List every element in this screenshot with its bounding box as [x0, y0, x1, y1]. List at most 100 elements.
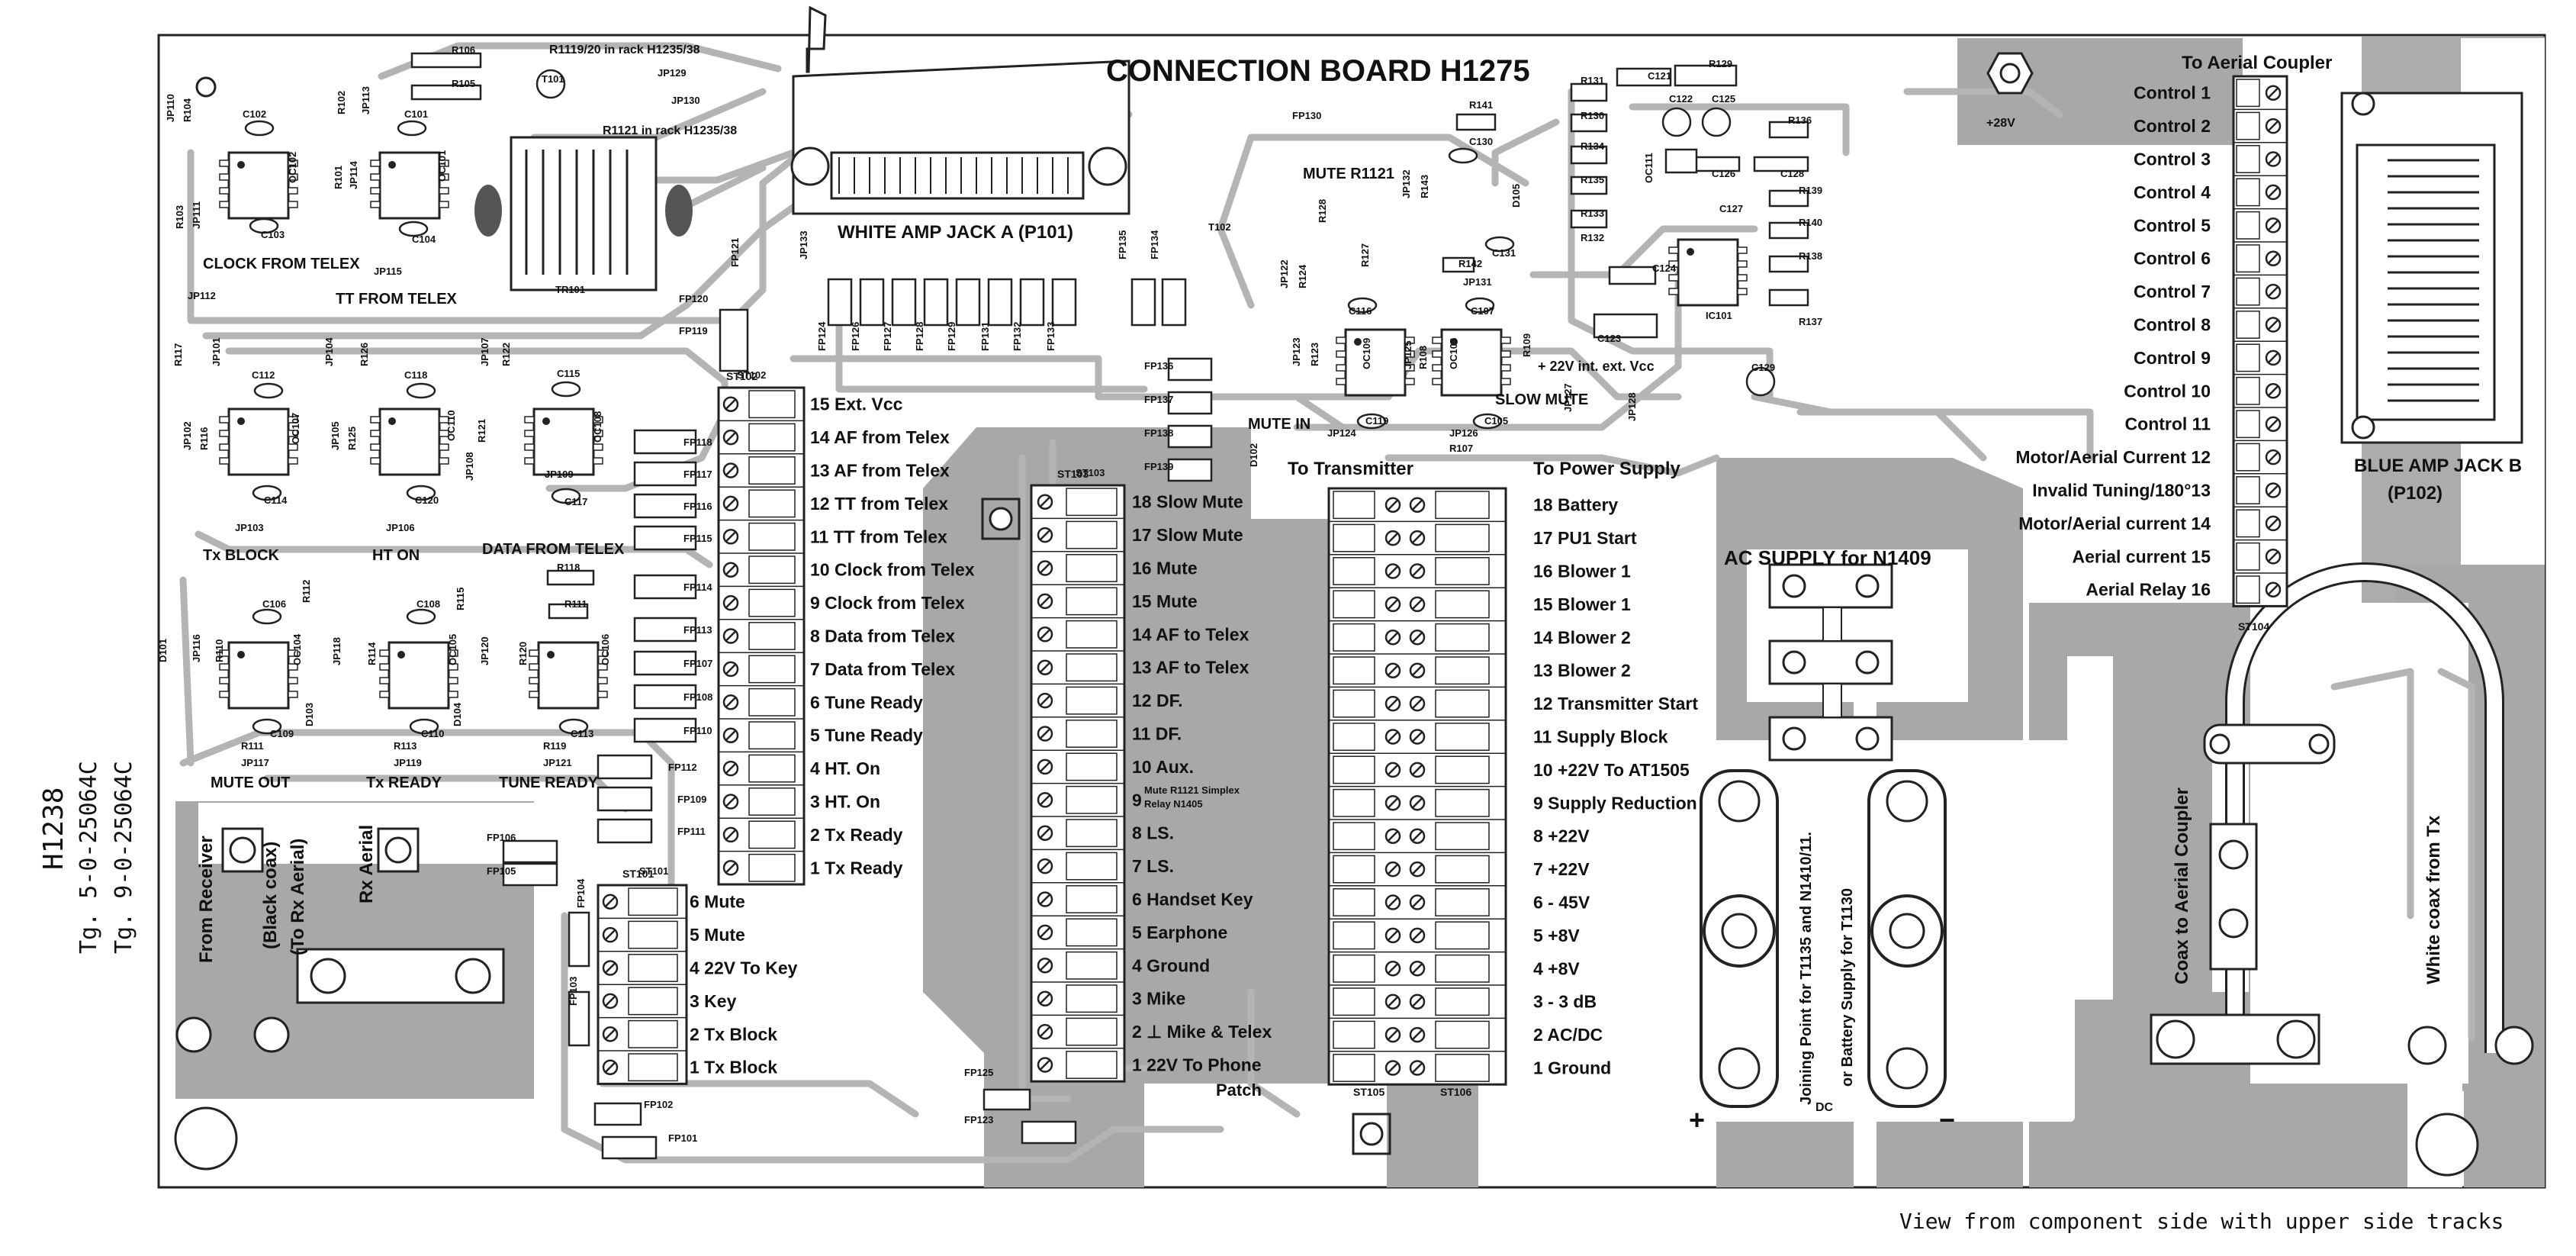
- optocoupler-ic: [227, 407, 290, 476]
- optocoupler-ic: [532, 407, 595, 476]
- st104-pin-label: Control 8: [2134, 315, 2211, 335]
- ht-on-label: HT ON: [372, 547, 420, 564]
- component-label: JP123: [1291, 337, 1302, 366]
- component-label: FP105: [487, 865, 516, 877]
- component-label: OC108: [592, 411, 603, 443]
- disc-capacitor: [244, 120, 275, 137]
- st106-pin-label: 8 +22V: [1533, 826, 1590, 846]
- component-label: R132: [1581, 232, 1604, 243]
- disc-capacitor: [252, 608, 282, 625]
- electrolytic-capacitor: [535, 69, 566, 99]
- receiver-area: [175, 827, 505, 1053]
- st101-pin-label: 6 Mute: [690, 892, 745, 912]
- st104-pin-label: Control 7: [2134, 282, 2211, 301]
- white-amp-jack-housing: [790, 5, 1130, 215]
- component-label: JP104: [323, 337, 335, 366]
- st102-pin-label: 9 Clock from Telex: [810, 593, 965, 613]
- mounting-holes: [174, 76, 2479, 1177]
- disc-capacitor: [1465, 297, 1495, 314]
- component-label: FP102: [644, 1099, 673, 1110]
- plus28v-terminal: [1986, 52, 2034, 95]
- component-label: R118: [557, 562, 580, 573]
- st102-pin-label: 2 Tx Ready: [810, 825, 903, 845]
- component-label: JP131: [1463, 276, 1492, 288]
- component-label: C117: [564, 496, 587, 507]
- electrolytic-capacitor: [1661, 107, 1692, 137]
- optocoupler-ic: [378, 407, 441, 476]
- component-label: D105: [1510, 184, 1522, 208]
- st106-name: ST106: [1440, 1086, 1471, 1098]
- component-label: JP117: [241, 757, 269, 768]
- st102-pin-label: 11 TT from Telex: [810, 527, 947, 546]
- st104-pin-label: Aerial Relay 16: [2086, 580, 2211, 600]
- component-label: JP105: [330, 421, 341, 450]
- st103-pin-label: 6 Handset Key: [1132, 890, 1253, 910]
- component-label: OC101: [436, 150, 448, 182]
- st102-pin-label: 15 Ext. Vcc: [810, 395, 903, 414]
- component-label: C110: [421, 728, 444, 739]
- component-label: C114: [264, 494, 288, 506]
- component-label: FP130: [1292, 110, 1321, 121]
- st103-pin-label: 5 Earphone: [1132, 923, 1227, 942]
- resistor: [1442, 256, 1475, 273]
- to-rx-aerial-label: (To Rx Aerial): [288, 839, 308, 955]
- blue-amp-jack-id: (P102): [2388, 483, 2443, 504]
- st104-pin-label: Control 4: [2134, 182, 2211, 202]
- disc-capacitor: [551, 381, 581, 398]
- st102-pin-label: 8 Data from Telex: [810, 626, 955, 646]
- component-label: FP139: [1144, 461, 1173, 472]
- white-coax-label: White coax from Tx: [2423, 815, 2444, 984]
- to-power-supply-label: To Power Supply: [1533, 459, 1681, 479]
- component-label: R123: [1309, 343, 1320, 366]
- ext-vcc-label: + 22V int. ext. Vcc: [1538, 359, 1655, 374]
- component-label: D103: [304, 703, 315, 726]
- st102-pin-label: 5 Tune Ready: [810, 726, 923, 746]
- component-label: R110: [214, 639, 225, 662]
- disc-capacitor: [253, 382, 284, 399]
- component-label: FP107: [683, 658, 712, 669]
- component-label: C119: [1365, 415, 1388, 427]
- component-label: JP125: [1402, 340, 1413, 369]
- rx-aerial-label: Rx Aerial: [356, 825, 377, 903]
- st102-name: ST102: [726, 370, 757, 382]
- component-label: ST103: [1076, 467, 1105, 478]
- st103-pin-label: 16 Mute: [1132, 559, 1198, 578]
- fp-component: [633, 525, 697, 551]
- fp-component: [633, 717, 697, 743]
- st103-pin-label: 7 LS.: [1132, 856, 1174, 876]
- disc-capacitor: [551, 488, 581, 504]
- component-label: R124: [1297, 264, 1308, 288]
- st104-pin-label: Control 3: [2134, 150, 2211, 169]
- component-label: R134: [1581, 140, 1605, 152]
- st103-pin-label: 18 Slow Mute: [1132, 492, 1243, 512]
- st106-pin-label: 14 Blower 2: [1533, 627, 1631, 647]
- st103-pin-label: 13 AF to Telex: [1132, 658, 1249, 678]
- disc-capacitor: [406, 485, 436, 501]
- fp-component: [633, 493, 697, 519]
- fp-component: [827, 278, 853, 327]
- dc-busbars: [1700, 769, 1947, 1108]
- st101-name: ST101: [622, 868, 654, 880]
- component-label: OC104: [291, 633, 303, 665]
- component-label: JP107: [479, 337, 490, 366]
- resistor: [410, 52, 482, 69]
- optocoupler-ic: [227, 641, 290, 710]
- component-label: C127: [1719, 203, 1743, 214]
- component-label: R119: [543, 740, 566, 752]
- component-label: R125: [346, 427, 358, 450]
- optocoupler-ic: [537, 641, 600, 710]
- component-label: C107: [1471, 305, 1494, 317]
- component-label: JP120: [479, 636, 490, 665]
- st106-pin-label: 12 Transmitter Start: [1533, 694, 1698, 713]
- component-label: C109: [270, 728, 294, 739]
- component-label: C130: [1469, 136, 1493, 147]
- st103-pin-label: 8 LS.: [1132, 823, 1174, 843]
- st103-pin-label: 2 ⊥ Mike & Telex: [1132, 1022, 1272, 1042]
- st102-pin-label: 10 Clock from Telex: [810, 560, 975, 580]
- component-label: C122: [1669, 93, 1693, 105]
- fp-component: [987, 278, 1013, 327]
- component-label: C126: [1712, 168, 1735, 179]
- resistor: [1570, 113, 1608, 133]
- disc-capacitor: [409, 718, 439, 735]
